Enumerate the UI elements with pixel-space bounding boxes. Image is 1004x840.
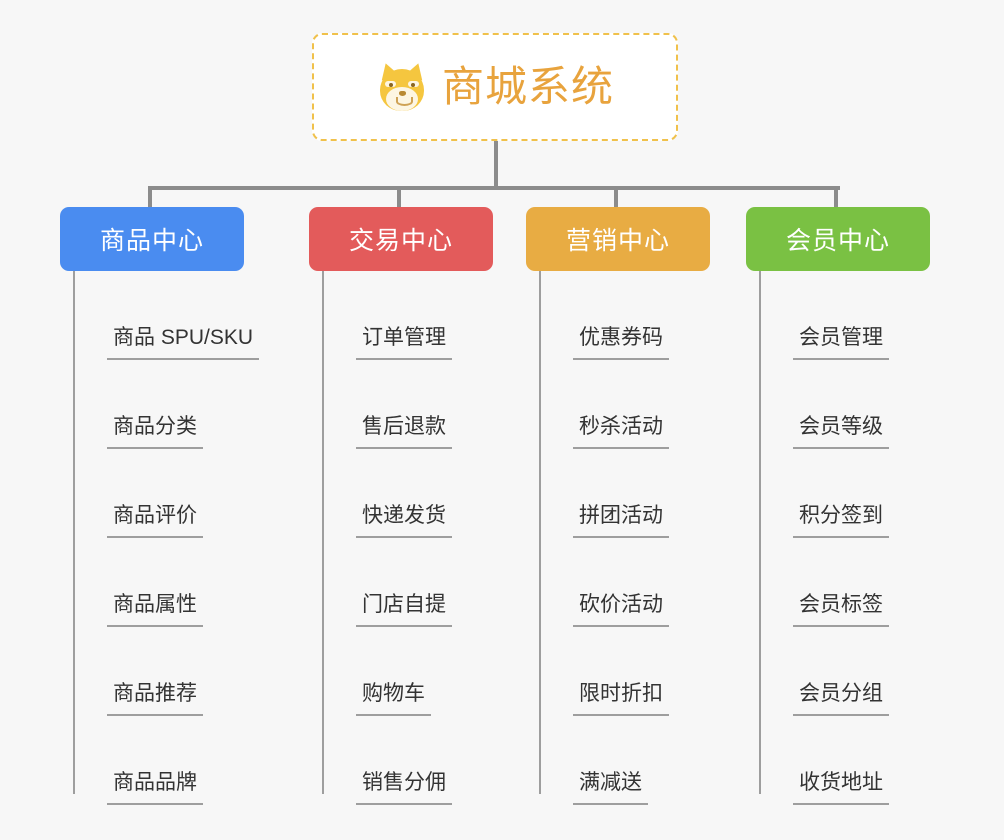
leaf-item[interactable]: 满减送 <box>539 716 669 805</box>
leaf-item[interactable]: 商品评价 <box>73 449 259 538</box>
category-box-1[interactable]: 交易中心 <box>309 207 493 271</box>
leaf-item-label: 优惠券码 <box>573 327 669 360</box>
leaf-item[interactable]: 商品 SPU/SKU <box>73 271 260 360</box>
column-spine <box>759 271 761 794</box>
connector-bus <box>152 186 840 190</box>
connector-drop-0 <box>148 186 152 210</box>
leaf-item[interactable]: 收货地址 <box>759 716 889 805</box>
connector-stem <box>494 141 498 189</box>
leaf-item-label: 商品品牌 <box>107 772 203 805</box>
leaf-item[interactable]: 秒杀活动 <box>539 360 669 449</box>
category-box-3[interactable]: 会员中心 <box>746 207 930 271</box>
column-spine <box>73 271 75 794</box>
leaf-item[interactable]: 商品品牌 <box>73 716 259 805</box>
leaf-item-label: 秒杀活动 <box>573 416 669 449</box>
category-label: 交易中心 <box>348 227 453 255</box>
category-label: 会员中心 <box>785 227 890 255</box>
leaf-item-label: 会员标签 <box>793 594 889 627</box>
column-2: 优惠券码秒杀活动拼团活动砍价活动限时折扣满减送 <box>539 271 669 805</box>
leaf-item-label: 拼团活动 <box>573 505 669 538</box>
category-box-0[interactable]: 商品中心 <box>60 207 244 271</box>
leaf-item[interactable]: 会员管理 <box>759 271 889 360</box>
connector-drop-1 <box>397 186 401 210</box>
leaf-item[interactable]: 门店自提 <box>322 538 452 627</box>
leaf-item[interactable]: 快递发货 <box>322 449 452 538</box>
leaf-item[interactable]: 限时折扣 <box>539 627 669 716</box>
root-node[interactable]: 商城系统 <box>312 33 678 141</box>
leaf-item-label: 门店自提 <box>356 594 452 627</box>
leaf-item-label: 购物车 <box>356 683 431 716</box>
leaf-item[interactable]: 商品属性 <box>73 538 259 627</box>
leaf-item[interactable]: 砍价活动 <box>539 538 669 627</box>
leaf-item-label: 收货地址 <box>793 772 889 805</box>
leaf-item[interactable]: 会员分组 <box>759 627 889 716</box>
connector-drop-3 <box>834 186 838 210</box>
leaf-item[interactable]: 销售分佣 <box>322 716 452 805</box>
leaf-item[interactable]: 订单管理 <box>322 271 452 360</box>
leaf-item-label: 商品分类 <box>107 416 203 449</box>
leaf-item[interactable]: 会员等级 <box>759 360 889 449</box>
leaf-item-label: 砍价活动 <box>573 594 669 627</box>
leaf-item-label: 商品 SPU/SKU <box>107 327 260 360</box>
root-title: 商城系统 <box>441 63 614 110</box>
category-box-2[interactable]: 营销中心 <box>526 207 710 271</box>
leaf-item[interactable]: 优惠券码 <box>539 271 669 360</box>
category-label: 商品中心 <box>99 227 204 255</box>
leaf-item[interactable]: 商品分类 <box>73 360 259 449</box>
leaf-item-label: 售后退款 <box>356 416 452 449</box>
leaf-item[interactable]: 会员标签 <box>759 538 889 627</box>
leaf-item[interactable]: 售后退款 <box>322 360 452 449</box>
leaf-item-label: 商品属性 <box>107 594 203 627</box>
category-label: 营销中心 <box>565 227 670 255</box>
leaf-item-label: 满减送 <box>573 772 648 805</box>
leaf-item-label: 订单管理 <box>356 327 452 360</box>
leaf-item[interactable]: 积分签到 <box>759 449 889 538</box>
leaf-item-label: 快递发货 <box>356 505 452 538</box>
leaf-item[interactable]: 商品推荐 <box>73 627 259 716</box>
column-spine <box>539 271 541 794</box>
column-spine <box>322 271 324 794</box>
leaf-item-label: 限时折扣 <box>573 683 669 716</box>
leaf-item-label: 商品推荐 <box>107 683 203 716</box>
column-1: 订单管理售后退款快递发货门店自提购物车销售分佣 <box>322 271 452 805</box>
leaf-item[interactable]: 拼团活动 <box>539 449 669 538</box>
leaf-item-label: 会员管理 <box>793 327 889 360</box>
leaf-item-label: 会员分组 <box>793 683 889 716</box>
leaf-item-label: 销售分佣 <box>356 772 452 805</box>
leaf-item-label: 会员等级 <box>793 416 889 449</box>
shiba-dog-icon <box>376 60 428 113</box>
column-3: 会员管理会员等级积分签到会员标签会员分组收货地址 <box>759 271 889 805</box>
leaf-item[interactable]: 购物车 <box>322 627 452 716</box>
connector-drop-2 <box>614 186 618 210</box>
leaf-item-label: 积分签到 <box>793 505 889 538</box>
leaf-item-label: 商品评价 <box>107 505 203 538</box>
column-0: 商品 SPU/SKU 商品分类商品评价商品属性商品推荐商品品牌 <box>73 271 260 805</box>
